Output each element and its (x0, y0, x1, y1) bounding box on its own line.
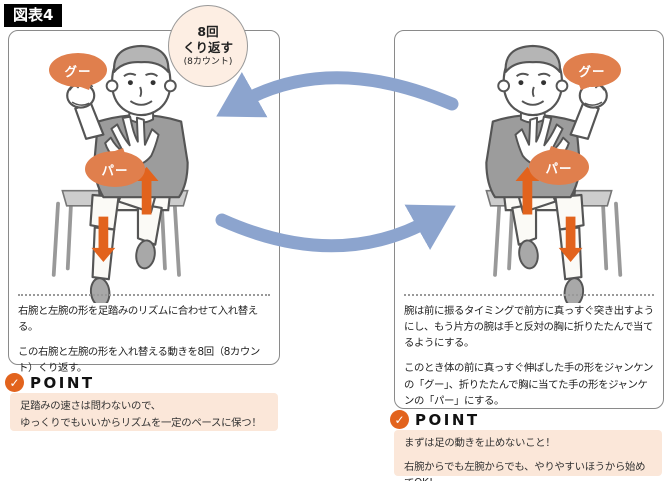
right-point-line-2: 右腕からでも左腕からでも、やりやすいほうから始めてOK！ (404, 460, 646, 481)
up-arrow-icon (515, 166, 540, 215)
goo-label-bubble: グー (49, 53, 107, 87)
left-point-heading: ✓ POINT (5, 373, 95, 392)
check-icon: ✓ (390, 410, 409, 429)
up-arrow-icon (134, 166, 159, 215)
left-desc-2: この右腕と左腕の形を入れ替える動きを8回（8カウント）くり返す。 (18, 346, 260, 375)
goo-label: グー (578, 63, 606, 79)
point-title: POINT (30, 373, 95, 392)
left-point-line-2: ゆっくりでもいいからリズムを一定のペースに保つ！ (20, 416, 262, 429)
right-point-line-1: まずは足の動きを止めないこと！ (404, 437, 556, 449)
right-desc-1: 腕は前に振るタイミングで前方に真っすぐ突き出すようにし、もう片方の腕は手と反対の… (404, 305, 654, 350)
left-exercise-panel: グー パー 右腕と左腕の形を足踏みのリズムに合わせて入れ替える。 この右腕と左腕… (8, 30, 280, 374)
right-point-box: まずは足の動きを止めないこと！ 右腕からでも左腕からでも、やりやすいほうから始め… (394, 430, 662, 481)
down-arrow-icon (558, 216, 583, 262)
down-arrow-icon (91, 216, 116, 262)
paa-label: パー (545, 160, 573, 176)
left-desc-1: 右腕と左腕の形を足踏みのリズムに合わせて入れ替える。 (18, 305, 258, 334)
right-panel-description: 腕は前に振るタイミングで前方に真っすぐ突き出すようにし、もう片方の腕は手と反対の… (404, 294, 654, 409)
right-exercise-panel: グー パー 腕は前に振るタイミングで前方に真っすぐ突き出すようにし、もう片方の腕… (394, 30, 664, 409)
paa-label: パー (101, 162, 129, 178)
repeat-action: くり返す (182, 39, 233, 55)
repeat-sub: (8カウント) (183, 56, 233, 67)
left-point-box: 足踏みの速さは問わないので、 ゆっくりでもいいからリズムを一定のペースに保つ！ (10, 393, 278, 431)
figure-label: 図表4 (4, 4, 63, 27)
point-title: POINT (415, 410, 480, 429)
right-desc-2: このとき体の前に真っすぐ伸ばした手の形をジャンケンの「グー」、折りたたんで胸に当… (404, 362, 653, 407)
goo-label: グー (64, 63, 92, 79)
repeat-count-bubble: 8回 くり返す (8カウント) (168, 5, 248, 87)
check-icon: ✓ (5, 373, 24, 392)
paa-label-bubble: パー (529, 149, 589, 185)
left-point-line-1: 足踏みの速さは問わないので、 (20, 400, 161, 412)
left-panel-description: 右腕と左腕の形を足踏みのリズムに合わせて入れ替える。 この右腕と左腕の形を入れ替… (18, 294, 270, 377)
paa-label-bubble: パー (85, 151, 145, 187)
goo-label-bubble: グー (563, 53, 621, 87)
right-point-heading: ✓ POINT (390, 410, 480, 429)
repeat-count: 8回 (197, 24, 219, 40)
